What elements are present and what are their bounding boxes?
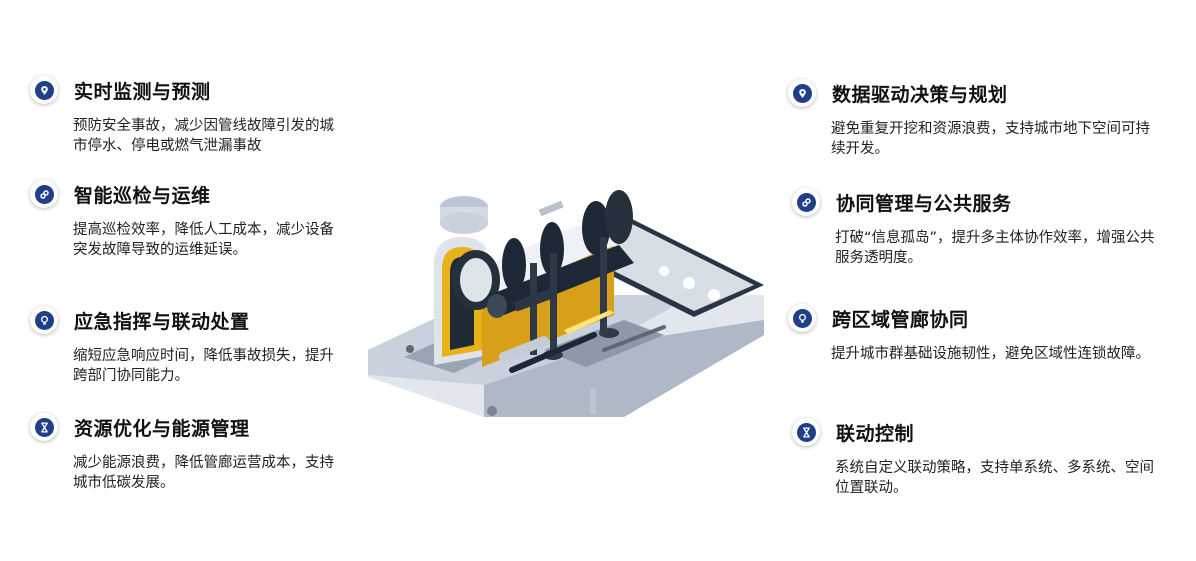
feature-cross-region-coordination: 跨区域管廊协同 提升城市群基础设施韧性，避免区域性连锁故障。 [788,304,1188,364]
feature-realtime-monitoring: 实时监测与预测 预防安全事故，减少因管线故障引发的城市停水、停电或燃气泄漏事故 [30,76,340,156]
feature-description: 减少能源浪费，降低管廊运营成本，支持城市低碳发展。 [73,455,334,491]
feature-linkage-control: 联动控制 系统自定义联动策略，支持单系统、多系统、空间位置联动。 [792,418,1172,498]
feature-description: 避免重复开挖和资源浪费，支持城市地下空间可持续开发。 [831,121,1150,157]
feature-title: 资源优化与能源管理 [74,417,250,440]
hourglass-icon [792,418,820,446]
pipeline-tank [452,190,633,310]
feature-emergency-command: 应急指挥与联动处置 缩短应急响应时间，降低事故损失，提升跨部门协同能力。 [30,306,340,386]
feature-description: 提升城市群基础设施韧性，避免区域性连锁故障。 [831,346,1150,362]
feature-data-driven-decision: 数据驱动决策与规划 避免重复开挖和资源浪费，支持城市地下空间可持续开发。 [788,79,1168,159]
floor-pipes [499,325,666,373]
feature-title: 联动控制 [836,422,915,445]
location-pin-icon [788,79,816,107]
light-strip [564,310,614,334]
feature-title: 跨区域管廊协同 [832,308,969,331]
feature-description: 打破“信息孤岛”，提升多主体协作效率，增强公共服务透明度。 [835,230,1155,266]
feature-title: 实时监测与预测 [74,80,211,103]
feature-description: 提高巡检效率，降低人工成本，减少设备突发故障导致的运维延误。 [73,222,334,258]
feature-title: 智能巡检与运维 [74,184,211,207]
feature-resource-optimization: 资源优化与能源管理 减少能源浪费，降低管廊运营成本，支持城市低碳发展。 [30,413,340,493]
utility-tunnel-illustration [368,190,764,417]
lightbulb-icon [788,304,816,332]
lightbulb-icon [30,306,58,334]
hourglass-icon [30,413,58,441]
dark-pipe [487,245,634,318]
background-tank [440,196,488,234]
feature-description: 预防安全事故，减少因管线故障引发的城市停水、停电或燃气泄漏事故 [73,118,334,154]
feature-title: 数据驱动决策与规划 [832,83,1008,106]
feature-title: 应急指挥与联动处置 [74,310,250,333]
link-icon [30,180,58,208]
link-icon [792,188,820,216]
feature-description: 系统自定义联动策略，支持单系统、多系统、空间位置联动。 [835,460,1154,496]
location-pin-icon [30,76,58,104]
feature-collaborative-management: 协同管理与公共服务 打破“信息孤岛”，提升多主体协作效率，增强公共服务透明度。 [792,188,1172,268]
feature-title: 协同管理与公共服务 [836,192,1012,215]
feature-smart-inspection: 智能巡检与运维 提高巡检效率，降低人工成本，减少设备突发故障导致的运维延误。 [30,180,340,260]
feature-description: 缩短应急响应时间，降低事故损失，提升跨部门协同能力。 [73,348,334,384]
